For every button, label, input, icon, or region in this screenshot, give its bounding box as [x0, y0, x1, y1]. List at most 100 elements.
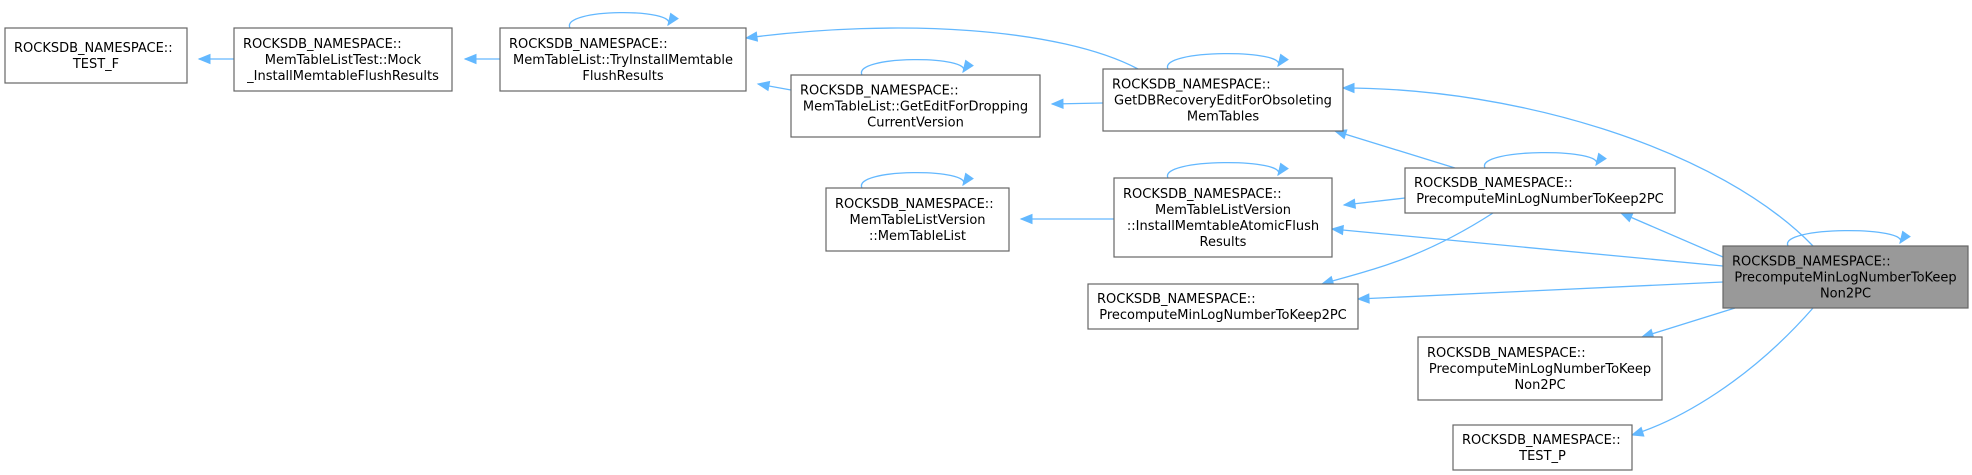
- node-label-line: MemTables: [1187, 110, 1259, 125]
- node-label-line: ROCKSDB_NAMESPACE::: [800, 84, 959, 99]
- node-label-line: GetDBRecoveryEditForObsoleting: [1114, 94, 1332, 109]
- node-label-line: Non2PC: [1514, 378, 1565, 393]
- edge-arrowhead: [1341, 82, 1355, 94]
- node-label-line: ROCKSDB_NAMESPACE::: [1732, 255, 1891, 270]
- edge-arrowhead: [1899, 230, 1911, 245]
- node-box: [499, 27, 747, 92]
- node-memtablelistversion[interactable]: ROCKSDB_NAMESPACE::MemTableListVersion::…: [825, 187, 1010, 252]
- node-label-line: PrecomputeMinLogNumberToKeep2PC: [1099, 308, 1347, 323]
- edge-line: [861, 171, 965, 189]
- edge-line: [1357, 281, 1724, 300]
- node-precompute-2pc-b[interactable]: ROCKSDB_NAMESPACE::PrecomputeMinLogNumbe…: [1087, 283, 1359, 330]
- edge-arrowhead: [1277, 162, 1289, 177]
- edge-focus-to-precompute_2pc_b: [1356, 281, 1724, 304]
- edge-line: [1620, 212, 1724, 258]
- edge-arrowhead: [463, 53, 477, 65]
- node-precompute-2pc-a[interactable]: ROCKSDB_NAMESPACE::PrecomputeMinLogNumbe…: [1404, 167, 1676, 214]
- node-box: [4, 27, 188, 84]
- node-install-atomic[interactable]: ROCKSDB_NAMESPACE::MemTableListVersion::…: [1113, 177, 1333, 258]
- node-box: [1087, 283, 1359, 330]
- edge-line: [1641, 307, 1736, 338]
- node-label-line: PrecomputeMinLogNumberToKeep: [1734, 271, 1956, 286]
- edge-arrowhead: [197, 53, 211, 65]
- edge-precompute_2pc_a-to-precompute_2pc_a: [1484, 151, 1607, 169]
- edge-precompute_2pc_a-to-precompute_2pc_b: [1320, 212, 1494, 286]
- node-label-line: ROCKSDB_NAMESPACE::: [1112, 78, 1271, 93]
- edge-focus-to-precompute_2pc_a: [1619, 212, 1724, 258]
- edge-arrowhead: [1019, 213, 1033, 225]
- edge-arrowhead: [962, 172, 974, 187]
- edge-line: [1334, 130, 1456, 169]
- edge-arrowhead: [756, 80, 771, 92]
- node-box: [1404, 167, 1676, 214]
- node-get-db-recovery[interactable]: ROCKSDB_NAMESPACE::GetDBRecoveryEditForO…: [1102, 68, 1344, 132]
- node-label-line: ROCKSDB_NAMESPACE::: [1427, 346, 1586, 361]
- node-test-f[interactable]: ROCKSDB_NAMESPACE::TEST_F: [4, 27, 188, 84]
- edge-arrowhead: [1330, 224, 1344, 236]
- node-box: [1722, 245, 1969, 309]
- node-label-line: ROCKSDB_NAMESPACE::: [243, 37, 402, 52]
- node-label-line: ROCKSDB_NAMESPACE::: [1414, 176, 1573, 191]
- edge-get_db_recovery-to-get_edit: [1050, 98, 1104, 110]
- edge-arrowhead: [1619, 212, 1634, 223]
- node-label-line: ROCKSDB_NAMESPACE::: [835, 197, 994, 212]
- node-get-edit[interactable]: ROCKSDB_NAMESPACE::MemTableList::GetEdit…: [790, 74, 1041, 138]
- edge-line: [1167, 161, 1280, 179]
- node-label-line: PrecomputeMinLogNumberToKeep2PC: [1416, 192, 1664, 207]
- node-box: [825, 187, 1010, 252]
- node-test-p[interactable]: ROCKSDB_NAMESPACE::TEST_P: [1452, 424, 1633, 471]
- node-label-line: _InstallMemtableFlushResults: [246, 69, 439, 84]
- node-label-line: ::InstallMemtableAtomicFlush: [1127, 219, 1319, 234]
- node-label-line: Results: [1200, 235, 1247, 250]
- edge-arrowhead: [1050, 98, 1064, 110]
- node-label-line: PrecomputeMinLogNumberToKeep: [1429, 362, 1651, 377]
- node-label-line: ROCKSDB_NAMESPACE::: [14, 41, 173, 56]
- edge-get_db_recovery-to-try_install: [744, 27, 1139, 70]
- node-label-line: MemTableList::GetEditForDropping: [803, 100, 1028, 115]
- node-label-line: ROCKSDB_NAMESPACE::: [1462, 433, 1621, 448]
- node-label-line: TEST_F: [72, 57, 119, 72]
- node-label-line: ::MemTableList: [869, 229, 966, 244]
- edge-precompute_2pc_a-to-get_db_recovery: [1333, 129, 1456, 169]
- edge-line: [1331, 228, 1724, 267]
- node-label-line: MemTableListVersion: [1155, 203, 1291, 218]
- edge-arrowhead: [962, 59, 974, 74]
- node-try-install[interactable]: ROCKSDB_NAMESPACE::MemTableList::TryInst…: [499, 27, 747, 92]
- node-box: [233, 27, 453, 92]
- node-label-line: MemTableListTest::Mock: [265, 53, 422, 68]
- node-focus[interactable]: ROCKSDB_NAMESPACE::PrecomputeMinLogNumbe…: [1722, 245, 1969, 309]
- node-box: [1417, 336, 1663, 401]
- edge-line: [1342, 87, 1814, 247]
- node-box: [1452, 424, 1633, 471]
- edge-memtablelistversion-to-memtablelistversion: [861, 171, 974, 189]
- edge-arrowhead: [1630, 426, 1645, 437]
- edge-line: [1631, 307, 1814, 436]
- edge-line: [1787, 229, 1902, 247]
- node-label-line: TEST_P: [1518, 449, 1566, 464]
- edge-arrowhead: [667, 12, 679, 27]
- edge-arrowhead: [1595, 152, 1607, 167]
- node-box: [1113, 177, 1333, 258]
- edge-mock_install-to-test_f: [197, 53, 234, 65]
- edge-focus-to-focus: [1787, 229, 1911, 247]
- node-label-line: ROCKSDB_NAMESPACE::: [1123, 187, 1282, 202]
- node-label-line: ROCKSDB_NAMESPACE::: [509, 37, 668, 52]
- edge-arrowhead: [744, 31, 759, 42]
- node-label-line: ROCKSDB_NAMESPACE::: [1097, 292, 1256, 307]
- node-mock-install[interactable]: ROCKSDB_NAMESPACE::MemTableListTest::Moc…: [233, 27, 453, 92]
- node-precompute-non2pc-other[interactable]: ROCKSDB_NAMESPACE::PrecomputeMinLogNumbe…: [1417, 336, 1663, 401]
- nodes-layer: ROCKSDB_NAMESPACE::TEST_FROCKSDB_NAMESPA…: [4, 27, 1969, 471]
- edge-line: [1484, 151, 1598, 169]
- edge-line: [861, 58, 965, 76]
- node-label-line: FlushResults: [582, 69, 664, 84]
- node-label-line: MemTableList::TryInstallMemtable: [513, 53, 733, 68]
- edges-layer: [197, 11, 1911, 437]
- edge-line: [745, 27, 1139, 70]
- node-box: [1102, 68, 1344, 132]
- edge-focus-to-precompute_non2pc_other: [1640, 307, 1736, 339]
- node-label-line: CurrentVersion: [867, 116, 964, 131]
- edge-focus-to-install_atomic: [1330, 224, 1724, 267]
- edge-install_atomic-to-memtablelistversion: [1019, 213, 1114, 225]
- edge-line: [1321, 212, 1494, 285]
- edge-try_install-to-mock_install: [463, 53, 500, 65]
